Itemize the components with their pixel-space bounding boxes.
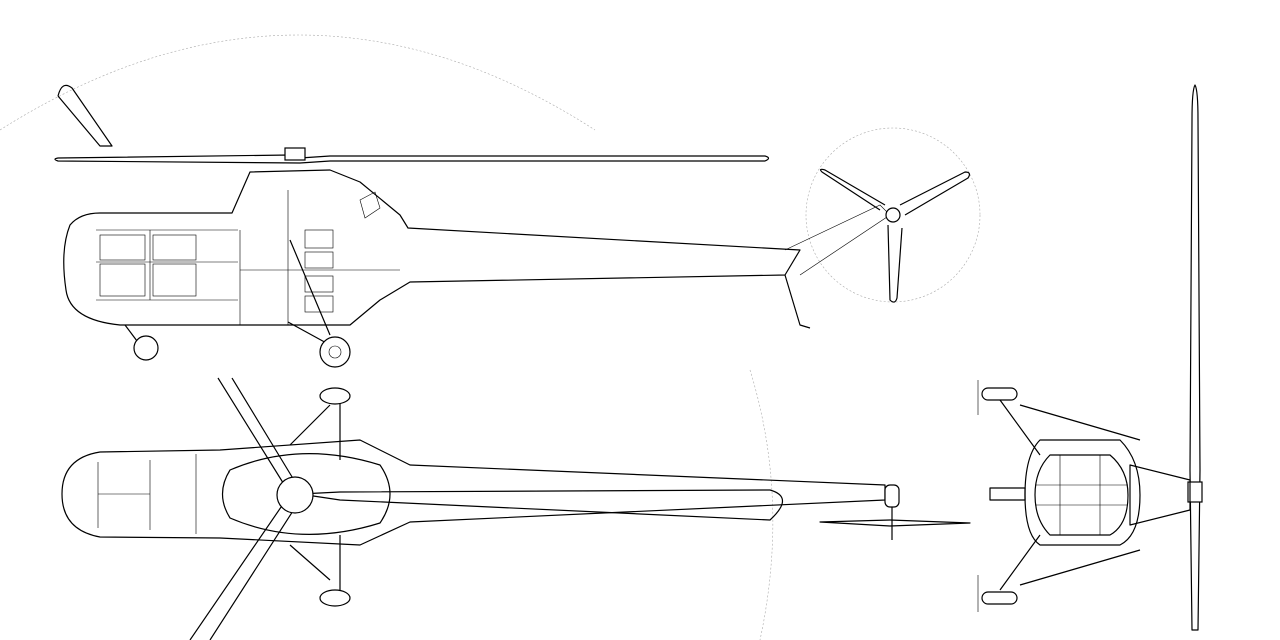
- front-canopy-frame: [1035, 455, 1128, 535]
- top-wheel: [319, 387, 351, 405]
- rotor-disc-guide-arc: [0, 34, 596, 131]
- front-canopy: [1034, 454, 1129, 536]
- rotor-hub: [284, 147, 306, 161]
- top-cabin-frame: [97, 454, 197, 534]
- top-rotor-blade-diag: [189, 493, 301, 640]
- window: [99, 263, 146, 297]
- tail-rotor-hub: [885, 207, 901, 223]
- main-landing-strut: [287, 239, 331, 346]
- tail-skid: [784, 274, 811, 329]
- front-fuselage: [1024, 439, 1141, 546]
- front-rotor-hub: [1187, 481, 1203, 503]
- main-wheel: [319, 336, 351, 368]
- window: [152, 263, 197, 297]
- tail-rotor-blade: [887, 224, 903, 303]
- front-landing-struts: [999, 399, 1141, 591]
- top-rotor-blade-diag: [217, 377, 301, 495]
- top-view: [61, 377, 971, 640]
- nose-wheel: [133, 335, 159, 361]
- top-tail-rotor: [819, 519, 971, 527]
- vent-grille: [304, 275, 334, 293]
- vent-grille: [304, 229, 334, 249]
- front-view: [977, 84, 1203, 631]
- cabin-frame: [96, 190, 400, 325]
- top-rotor-blade-fore: [299, 489, 784, 521]
- tail-rotor-blade: [899, 171, 971, 216]
- side-view: [54, 84, 971, 368]
- top-wheel: [319, 589, 351, 607]
- wheel-hub: [328, 345, 342, 359]
- vent-grille: [304, 251, 334, 269]
- tail-rotor-blade: [819, 168, 886, 211]
- tail-fin: [784, 204, 891, 276]
- front-wheel: [981, 387, 1018, 401]
- top-fuselage: [61, 439, 886, 546]
- window: [99, 234, 146, 261]
- top-engine-cowling: [221, 453, 391, 535]
- front-tail-rotor: [989, 487, 1026, 501]
- top-rotor-hub: [276, 476, 314, 514]
- vent-grille: [304, 295, 334, 313]
- front-tail-boom: [1129, 464, 1191, 526]
- engine-vent: [359, 191, 381, 219]
- front-rotor-blade: [1189, 84, 1201, 631]
- window: [152, 234, 197, 261]
- top-rotor-disc-guide-arc: [749, 369, 774, 640]
- top-landing-strut: [289, 400, 341, 590]
- front-wheel: [981, 591, 1018, 605]
- fuselage: [63, 169, 801, 326]
- top-tail-gearbox: [884, 484, 900, 508]
- main-rotor-blade: [54, 154, 770, 164]
- rotor-blade-folded: [57, 84, 113, 147]
